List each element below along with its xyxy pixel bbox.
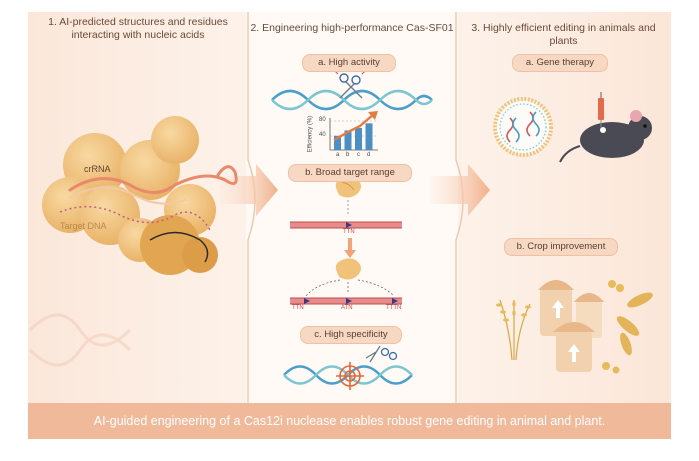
bar-d <box>365 123 373 150</box>
crrna-strand <box>68 165 238 205</box>
high-activity-pill: a. High activity <box>302 54 396 72</box>
x-tick-label: b <box>346 152 350 158</box>
up-arrow-icons <box>552 300 580 362</box>
x-tick-label: a <box>336 152 340 158</box>
bar-a <box>334 135 341 150</box>
dna-track-top <box>290 221 402 229</box>
bar-c <box>355 127 362 150</box>
panel-3-header: 3. Highly efficient editing in animals a… <box>471 22 656 47</box>
trend-arrowhead <box>368 111 378 120</box>
panel-2-header: 2. Engineering high-performance Cas-SF01 <box>250 22 454 34</box>
dna-track-bottom <box>290 297 402 305</box>
mouse-icon <box>559 110 652 163</box>
dna-helix-activity <box>271 89 433 111</box>
gene-therapy-pill: a. Gene therapy <box>512 54 608 72</box>
target-dna-label: Target DNA <box>60 221 107 231</box>
efficiency-chart <box>329 111 378 151</box>
crrna-label: crRNA <box>84 164 111 174</box>
bar-b <box>344 130 352 150</box>
pam-label-ttn-bottom: TTN <box>292 305 304 311</box>
scissors-icon-specificity <box>365 345 398 363</box>
rice-grains <box>496 301 531 322</box>
broad-target-range-pill: b. Broad target range <box>288 164 412 182</box>
pam-label-atn: ATN <box>341 305 353 311</box>
pam-label-tttn: TTTN <box>386 305 402 311</box>
y-tick-label: 80 <box>319 117 326 123</box>
syringe-icon <box>598 92 604 128</box>
down-arrow <box>344 238 356 258</box>
panel-1-header: 1. AI-predicted structures and residues … <box>48 16 228 41</box>
scissors-icon <box>333 69 367 99</box>
cas-protein-icon-bottom <box>335 258 361 280</box>
pam-label-ttn: TTN <box>343 229 355 235</box>
x-tick-label: c <box>357 152 360 158</box>
soybeans <box>602 280 624 374</box>
target-crosshair-icon <box>336 362 364 390</box>
grain-silos <box>538 280 604 372</box>
summary-banner: AI-guided engineering of a Cas12i nuclea… <box>28 403 671 439</box>
y-tick-label: 40 <box>319 132 326 138</box>
trend-arrow <box>333 113 375 142</box>
flow-arrow-2 <box>430 164 490 216</box>
flow-arrow-1 <box>220 164 278 216</box>
background-helix <box>28 313 132 367</box>
x-tick-label: d <box>367 152 371 158</box>
chart-y-label: Efficiency (%) <box>307 115 314 153</box>
target-dna-strand <box>59 206 211 263</box>
lipid-nanoparticle <box>493 97 553 157</box>
protein-structure <box>42 116 218 275</box>
crop-improvement-pill: b. Crop improvement <box>504 238 618 256</box>
high-specificity-pill: c. High specificity <box>300 326 402 344</box>
dotted-target-arcs <box>305 279 395 297</box>
soybean-pods <box>616 292 653 356</box>
dna-helix-specificity <box>283 365 413 385</box>
